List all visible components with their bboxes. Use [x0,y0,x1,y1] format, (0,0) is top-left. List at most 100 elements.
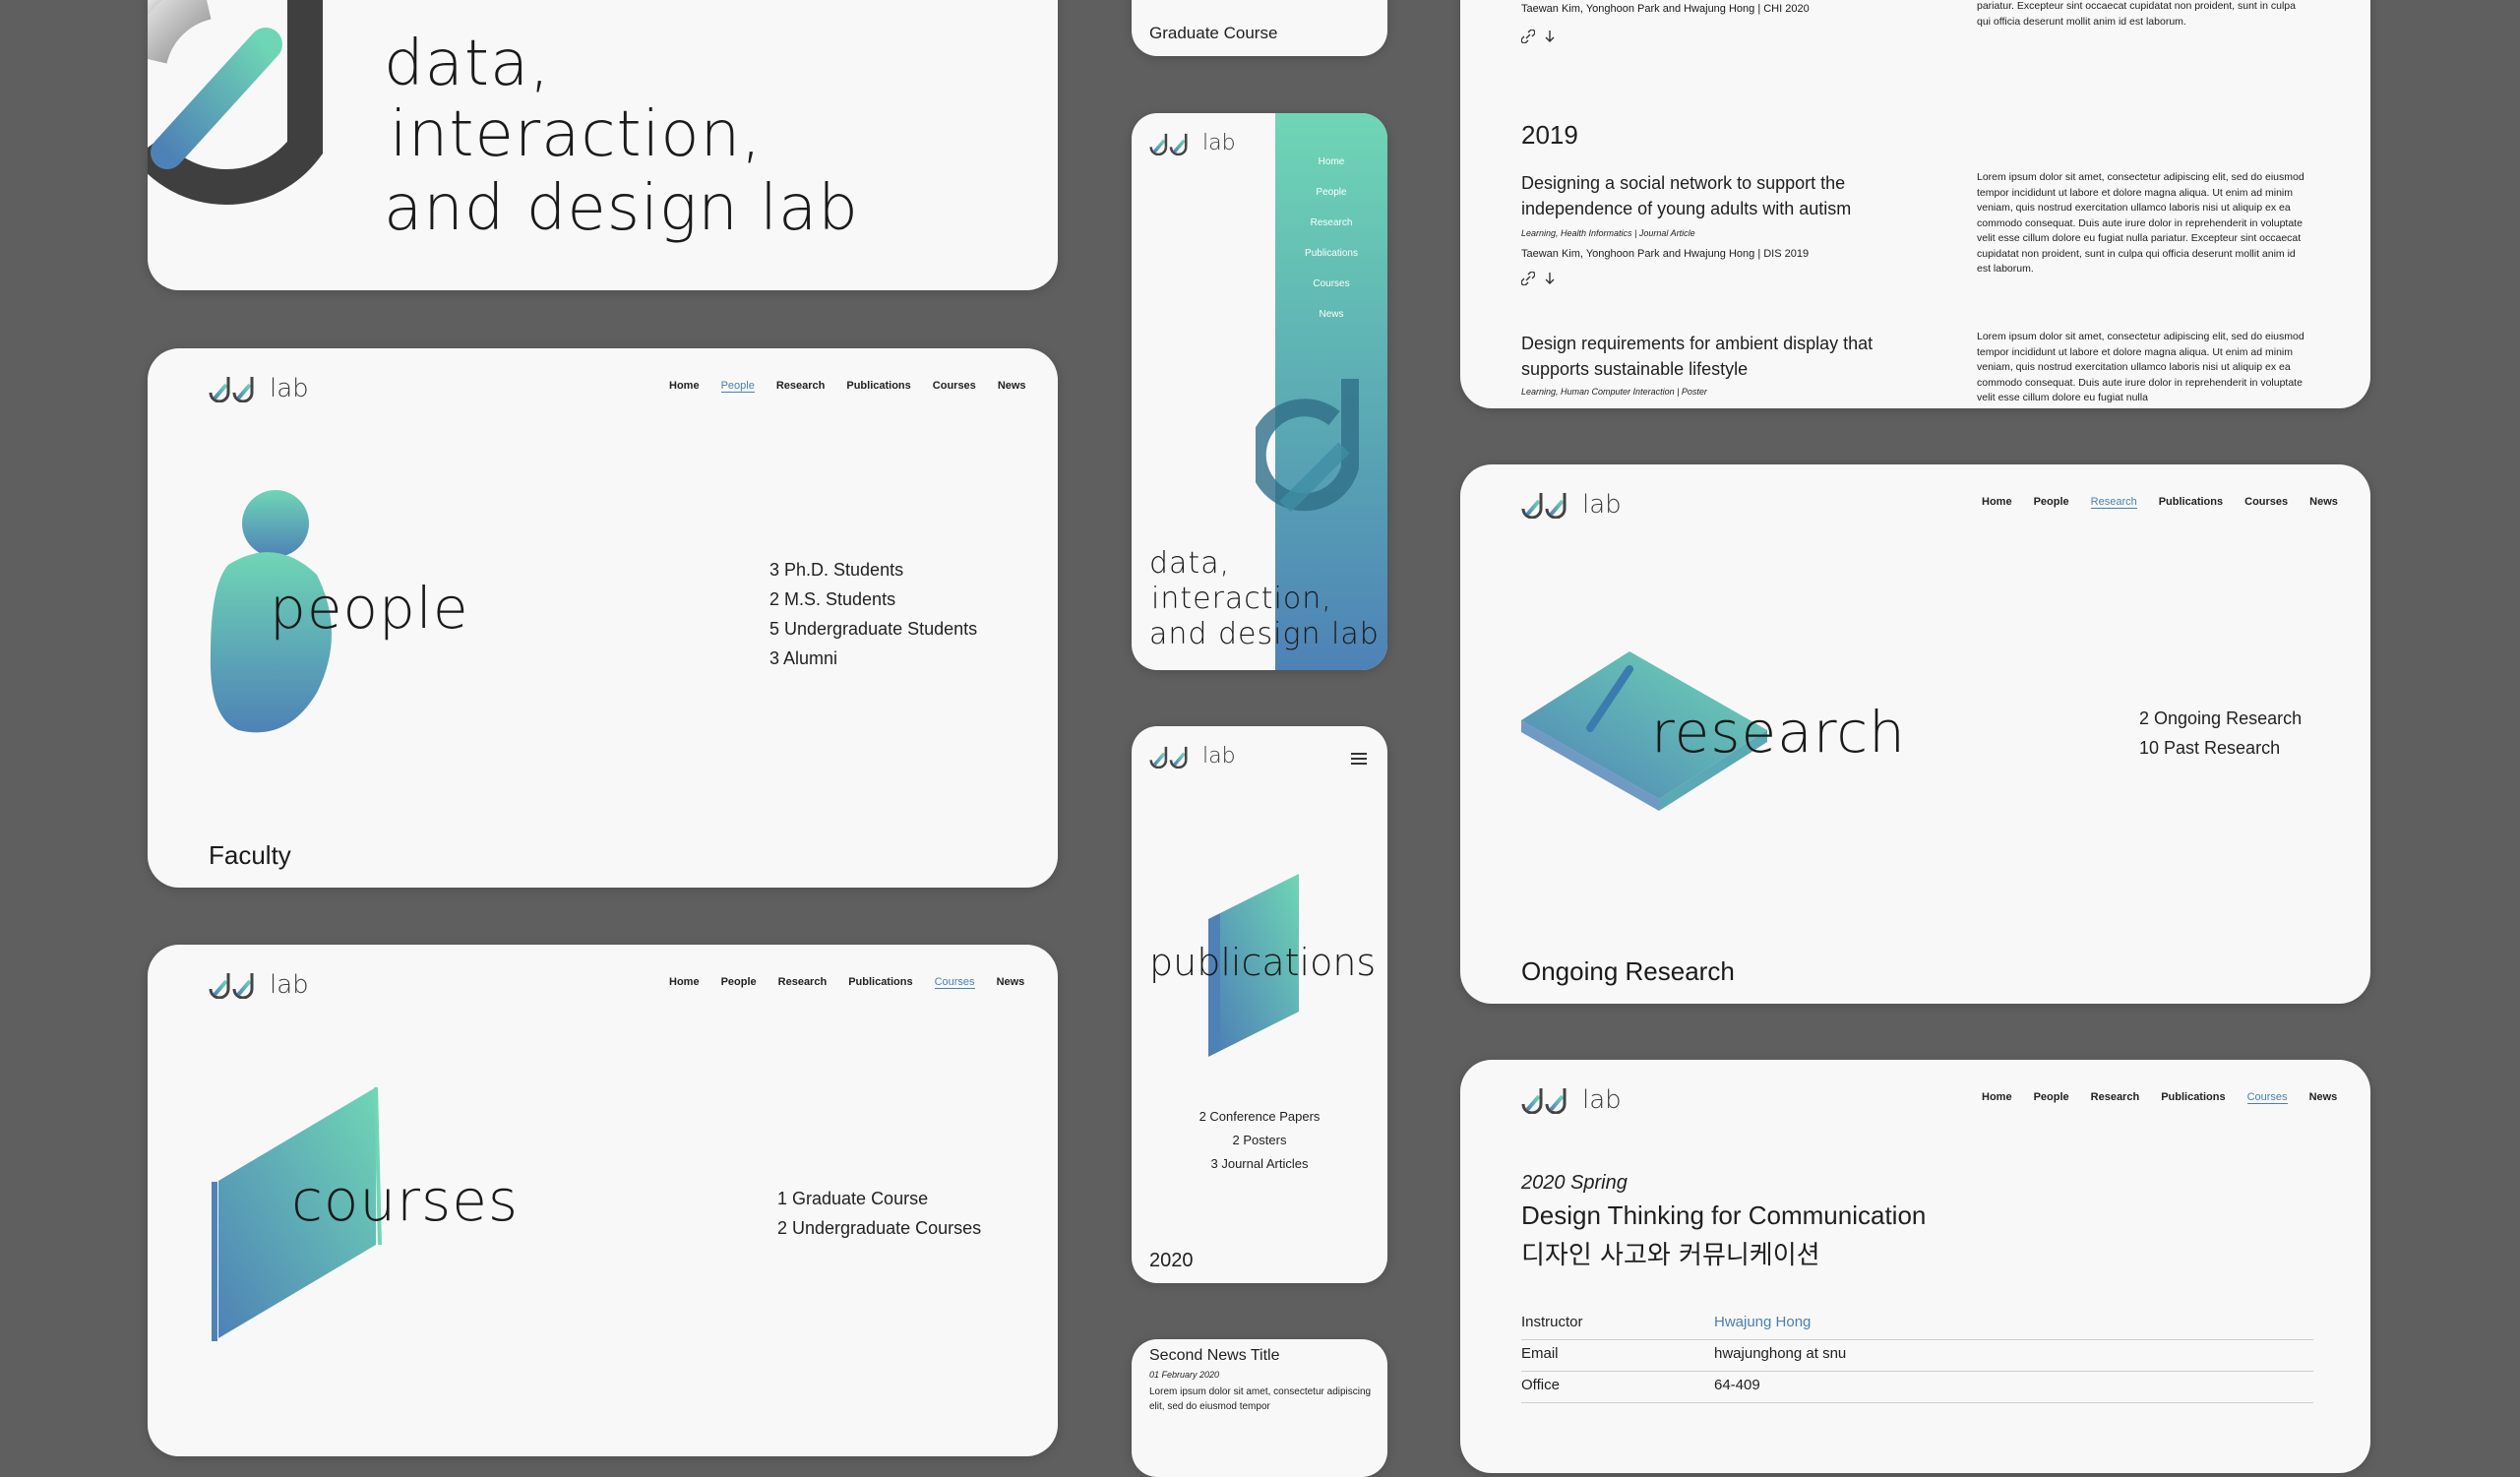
download-icon[interactable] [1543,272,1557,285]
nav-publications[interactable]: Publications [848,976,913,988]
nav-research[interactable]: Research [775,380,826,392]
nav-home[interactable]: Home [669,976,700,988]
course-term: 2020 Spring [1521,1172,1628,1194]
hero-line-1: data, [384,28,551,100]
nav-news[interactable]: News [2309,496,2338,508]
publications-year: 2020 [1149,1250,1194,1271]
mobile-nav-courses[interactable]: Courses [1313,278,1350,289]
notebook-pen-illustration-icon [1521,651,1767,811]
hero-line-3: and design lab [384,172,859,245]
pub-title[interactable]: Design requirements for ambient display … [1521,334,1874,379]
nav-research[interactable]: Research [2090,1091,2140,1103]
nav-home[interactable]: Home [669,380,700,392]
mobile-nav-home[interactable]: Home [1318,156,1345,167]
people-card: lab Home People Research Publications Co… [148,348,1058,888]
news-date: 01 February 2020 [1149,1370,1220,1380]
nav-news[interactable]: News [2308,1091,2338,1103]
nav-people[interactable]: People [720,380,755,393]
mobile-publications-card: lab publications 2 Conference Papers 2 P… [1132,726,1387,1283]
stat-item: 3 Alumni [769,648,838,668]
book-illustration-icon [1208,874,1299,1057]
logo-text: lab [270,374,309,403]
nav-research[interactable]: Research [777,976,828,988]
nav-news[interactable]: News [997,380,1026,392]
mobile-menu-card: lab Home People Research Publications Co… [1132,113,1387,670]
link-icon[interactable] [1521,30,1535,43]
lab-logo[interactable]: lab [209,374,309,403]
lab-logo-icon [1149,133,1188,155]
lab-logo[interactable]: lab [209,970,309,1000]
lab-logo[interactable]: lab [1149,131,1236,155]
main-nav: Home People Research Publications Course… [1982,1091,2337,1104]
lab-logo-icon [1521,1088,1567,1114]
research-title: research [1651,699,1906,766]
nav-courses[interactable]: Courses [934,976,975,989]
research-stats: 2 Ongoing Research 10 Past Research [2139,704,2302,763]
info-key: Instructor [1521,1314,1583,1330]
pub-authors: Taewan Kim, Yonghoon Park and Hwajung Ho… [1521,3,1810,15]
nav-people[interactable]: People [720,976,757,988]
nav-news[interactable]: News [996,976,1025,988]
graduate-course-label[interactable]: Graduate Course [1149,24,1278,42]
hero-line-2: interaction, [390,98,763,171]
lab-logo[interactable]: lab [1149,744,1236,769]
info-key: Office [1521,1377,1560,1393]
pub-tags: Learning, Human Computer Interaction | P… [1521,387,1707,397]
info-value: hwajunghong at snu [1714,1345,1847,1362]
link-icon[interactable] [1521,272,1535,285]
nav-publications[interactable]: Publications [2161,1091,2226,1103]
lab-logo[interactable]: lab [1521,490,1622,520]
stat-item: 2 Ongoing Research [2139,708,2303,728]
pub-tags: Learning, Health Informatics | Journal A… [1521,228,1695,238]
hamburger-icon[interactable] [1350,752,1368,766]
stat-item: 3 Ph.D. Students [769,560,904,580]
course-info-table: Instructor Hwajung Hong Email hwajunghon… [1521,1308,2313,1416]
main-nav: Home People Research Publications Course… [669,380,1026,393]
people-title: people [270,575,469,642]
lab-logo-icon [1149,746,1188,769]
lab-logo-icon [1521,493,1567,519]
mobile-nav-research[interactable]: Research [1310,217,1353,228]
stat-item: 10 Past Research [2139,738,2281,758]
nav-courses[interactable]: Courses [2244,496,2289,508]
lab-logo[interactable]: lab [1521,1085,1622,1115]
mobile-menu-list: Home People Research Publications Course… [1275,147,1387,330]
nav-research[interactable]: Research [2090,496,2137,509]
lab-logo-icon [209,377,254,402]
book-illustration-icon [212,1087,382,1341]
main-nav: Home People Research Publications Course… [1982,496,2338,509]
people-stats: 3 Ph.D. Students 2 M.S. Students 5 Under… [769,555,977,673]
research-card: lab Home People Research Publications Co… [1460,464,2370,1004]
person-illustration-icon [210,490,332,733]
lab-logo-icon [209,973,254,999]
menu-logo-mark-icon [1256,379,1359,513]
hero-card: data, interaction, and design lab [148,0,1058,290]
nav-people[interactable]: People [2033,1091,2069,1103]
instructor-link[interactable]: Hwajung Hong [1714,1314,1812,1330]
nav-courses[interactable]: Courses [2246,1091,2288,1104]
mobile-nav-news[interactable]: News [1319,309,1344,320]
pub-authors: Taewan Kim, Yonghoon Park and Hwajung Ho… [1521,248,1810,260]
table-row: Email hwajunghong at snu [1521,1339,2313,1372]
pub-abstract: pariatur. Excepteur sint occaecat cupida… [1977,0,2296,28]
mobile-nav-publications[interactable]: Publications [1305,248,1358,259]
nav-home[interactable]: Home [1982,1091,2012,1103]
stat-item: 5 Undergraduate Students [769,619,978,639]
pub-abstract: Lorem ipsum dolor sit amet, consectetur … [1977,171,2305,275]
news-title[interactable]: Second News Title [1149,1347,1280,1364]
nav-courses[interactable]: Courses [932,380,976,392]
main-nav: Home People Research Publications Course… [669,976,1024,989]
pub-title[interactable]: Designing a social network to support th… [1521,173,1852,218]
course-detail-card: lab Home People Research Publications Co… [1460,1060,2370,1473]
nav-publications[interactable]: Publications [846,380,911,392]
logo-text: lab [270,970,309,1000]
nav-home[interactable]: Home [1982,496,2012,508]
mobile-nav-people[interactable]: People [1316,187,1347,198]
stat-item: 2 Undergraduate Courses [777,1218,982,1238]
nav-people[interactable]: People [2033,496,2069,508]
ongoing-research-heading: Ongoing Research [1521,956,1735,986]
stat-item: 2 Posters [1232,1133,1287,1147]
mobile-hero-line-1: data, [1149,546,1231,581]
download-icon[interactable] [1543,30,1557,43]
nav-publications[interactable]: Publications [2158,496,2224,508]
